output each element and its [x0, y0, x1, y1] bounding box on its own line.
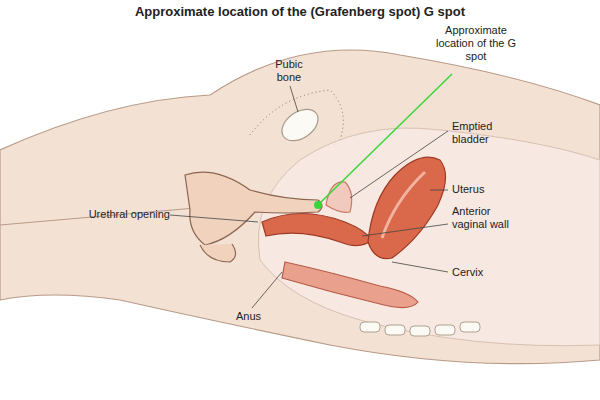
pubic-bone: [276, 103, 324, 147]
part-label: Urethral opening: [74, 208, 170, 221]
thumb: [200, 244, 236, 262]
hand: [185, 172, 322, 245]
body-outline: [0, 50, 600, 364]
part-label: Anterior vaginal wall: [452, 205, 514, 231]
part-label: Pubic bone: [264, 58, 314, 84]
part-label: Uterus: [452, 183, 522, 196]
g-spot-leader: [320, 74, 452, 203]
vagina: [262, 214, 372, 246]
spine: [360, 322, 480, 336]
part-label: Emptied bladder: [452, 120, 514, 146]
bladder: [326, 182, 352, 213]
part-label: Approximate location of the G spot: [430, 24, 522, 63]
rectum: [282, 262, 418, 308]
pelvic-cavity: [258, 128, 600, 346]
uterus: [368, 157, 446, 259]
diagram-title: Approximate location of the (Grafenberg …: [0, 4, 600, 20]
part-label: Anus: [236, 310, 286, 323]
part-label: Cervix: [452, 266, 522, 279]
